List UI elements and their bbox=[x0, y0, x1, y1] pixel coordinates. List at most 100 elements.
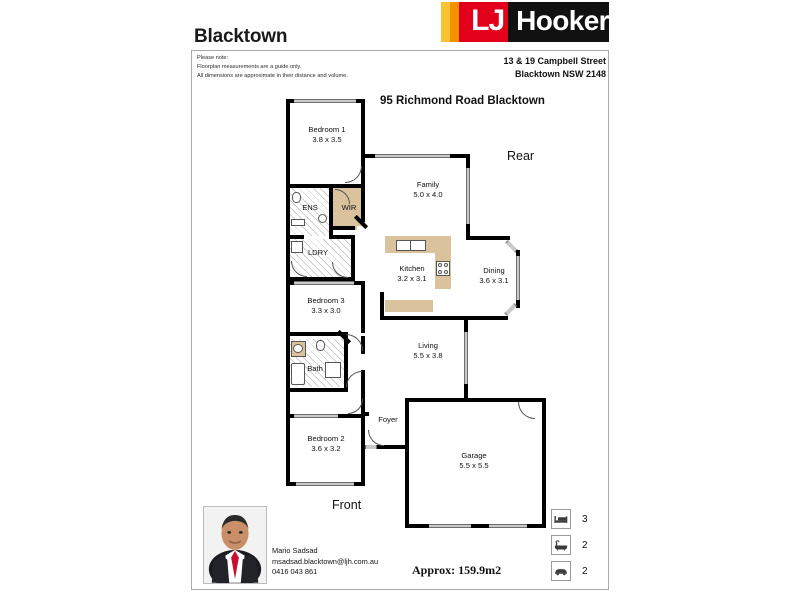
cooktop-burner-2 bbox=[444, 263, 448, 267]
disclaimer-line-2: Floorplan measurements are a guide only. bbox=[197, 64, 302, 71]
wall-bed3-top-r bbox=[354, 281, 365, 285]
agent-name: Mario Sadsad bbox=[272, 546, 318, 555]
logo-stripe-red bbox=[458, 2, 468, 42]
wall-hall-right-1 bbox=[361, 336, 365, 354]
window-bed2-top bbox=[294, 414, 338, 418]
office-name: Blacktown bbox=[194, 26, 288, 47]
room-label-laundry: LDRY bbox=[307, 248, 329, 257]
spec-value-bathrooms: 2 bbox=[582, 539, 588, 551]
logo-stripe-yellow bbox=[441, 2, 450, 42]
agent-phone[interactable]: 0416 043 861 bbox=[272, 567, 318, 577]
spec-row-bedrooms: 3 bbox=[551, 507, 607, 531]
wall-left-exterior-3 bbox=[286, 287, 290, 339]
wall-foyer-top bbox=[365, 412, 369, 416]
door-garage-internal bbox=[518, 402, 535, 419]
agent-email[interactable]: msadsad.blacktown@ljh.com.au bbox=[272, 556, 379, 566]
kitchen-sink bbox=[396, 240, 426, 251]
wall-garage-right bbox=[542, 398, 546, 528]
wall-bed2-right bbox=[361, 412, 365, 486]
wall-garage-bottom-m bbox=[471, 524, 489, 528]
front-door-panel bbox=[365, 445, 377, 449]
room-label-family: Family 5.0 x 4.0 bbox=[413, 180, 443, 199]
wall-wir-top bbox=[333, 184, 365, 188]
wall-ens-right bbox=[329, 187, 333, 239]
wall-ldry-top bbox=[290, 235, 304, 239]
room-label-living: Living 5.5 x 3.8 bbox=[413, 341, 443, 360]
window-family-right bbox=[466, 168, 470, 224]
room-label-kitchen: Kitchen 3.2 x 3.1 bbox=[397, 264, 427, 283]
wall-living-right-bottom bbox=[464, 384, 468, 398]
page-title: 95 Richmond Road Blacktown bbox=[380, 95, 545, 107]
wall-family-top-l bbox=[361, 154, 375, 158]
branch-address-street: 13 & 19 Campbell Street bbox=[503, 56, 606, 66]
wall-ldry-top-r bbox=[329, 235, 355, 239]
property-specs: 3 2 2 bbox=[551, 507, 607, 585]
bath-basin bbox=[293, 344, 303, 353]
wall-left-exterior-2 bbox=[286, 241, 290, 287]
room-label-bedroom-1: Bedroom 1 3.8 x 3.5 bbox=[308, 125, 346, 144]
wall-bath-bottom bbox=[286, 388, 348, 392]
room-label-bath: Bath bbox=[307, 364, 323, 373]
wall-bed3-right bbox=[361, 281, 365, 333]
wall-garage-top-r bbox=[533, 398, 546, 402]
wall-bed1-right bbox=[361, 99, 365, 187]
window-bed2-bottom bbox=[296, 482, 354, 486]
wall-bed2-top-r bbox=[338, 414, 365, 418]
wall-bed1-bottom bbox=[286, 184, 336, 188]
door-bath bbox=[346, 371, 362, 387]
wall-dining-bay-right-b bbox=[516, 300, 520, 308]
wall-bed3-bottom bbox=[286, 332, 348, 336]
room-label-dining: Dining 3.6 x 3.1 bbox=[479, 266, 509, 285]
wall-garage-bottom-r bbox=[527, 524, 546, 528]
orientation-front: Front bbox=[332, 498, 362, 512]
window-bed1-top bbox=[294, 99, 356, 103]
logo-mark-lj: LJ bbox=[467, 2, 509, 42]
wall-wir-right bbox=[361, 184, 365, 222]
spec-value-carspaces: 2 bbox=[582, 565, 588, 577]
branch-address-suburb: Blacktown NSW 2148 bbox=[514, 69, 606, 80]
wall-garage-bottom-l bbox=[405, 524, 429, 528]
disclaimer-line-1: Please note: bbox=[197, 55, 229, 61]
ensuite-toilet bbox=[292, 192, 301, 203]
garage-door-2 bbox=[489, 524, 527, 528]
spec-value-bedrooms: 3 bbox=[582, 513, 588, 525]
wall-garage-left bbox=[405, 398, 409, 528]
ensuite-vanity bbox=[291, 219, 305, 226]
room-label-ensuite: ENS bbox=[302, 203, 318, 212]
room-label-garage: Garage 5.5 x 5.5 bbox=[459, 451, 489, 470]
door-front-entry bbox=[368, 430, 384, 446]
cooktop-burner-3 bbox=[438, 270, 442, 274]
wall-hall-right-2 bbox=[361, 370, 365, 412]
wall-dining-bay-upper bbox=[503, 236, 507, 240]
window-bed3-top bbox=[294, 281, 354, 285]
window-family-top bbox=[375, 154, 450, 158]
wall-bath-right bbox=[344, 336, 348, 388]
wall-garage-top-l bbox=[405, 398, 537, 402]
logo-brand-hooker: Hooker bbox=[508, 2, 609, 42]
disclaimer-line-3: All dimensions are approximate in their … bbox=[197, 73, 348, 80]
window-living-right bbox=[464, 332, 468, 384]
wall-foyer-bottom bbox=[369, 445, 409, 449]
bed-icon bbox=[551, 509, 571, 529]
bath-toilet bbox=[316, 340, 325, 351]
window-dining-bay-lower bbox=[504, 303, 517, 316]
wall-ldry-right bbox=[351, 235, 355, 281]
cooktop-burner-4 bbox=[444, 270, 448, 274]
window-dining-bay-right bbox=[516, 256, 520, 302]
wall-family-top-r bbox=[450, 154, 470, 158]
room-label-wir: WIR bbox=[341, 203, 357, 212]
wall-left-exterior-1 bbox=[286, 187, 290, 241]
room-label-bedroom-2: Bedroom 2 3.6 x 3.2 bbox=[307, 434, 345, 453]
approx-area: Approx: 159.9m2 bbox=[412, 563, 502, 577]
room-label-foyer: Foyer bbox=[378, 415, 398, 424]
wall-kitchen-bottom bbox=[380, 292, 384, 320]
lj-hooker-logo: LJ Hooker bbox=[441, 2, 609, 42]
wall-living-right-top bbox=[464, 320, 468, 332]
logo-stripe-orange bbox=[449, 2, 459, 42]
wall-family-right bbox=[466, 154, 470, 168]
spec-row-bathrooms: 2 bbox=[551, 533, 607, 557]
wall-ldry-bottom bbox=[286, 277, 354, 281]
wall-bed3-top bbox=[286, 281, 294, 285]
